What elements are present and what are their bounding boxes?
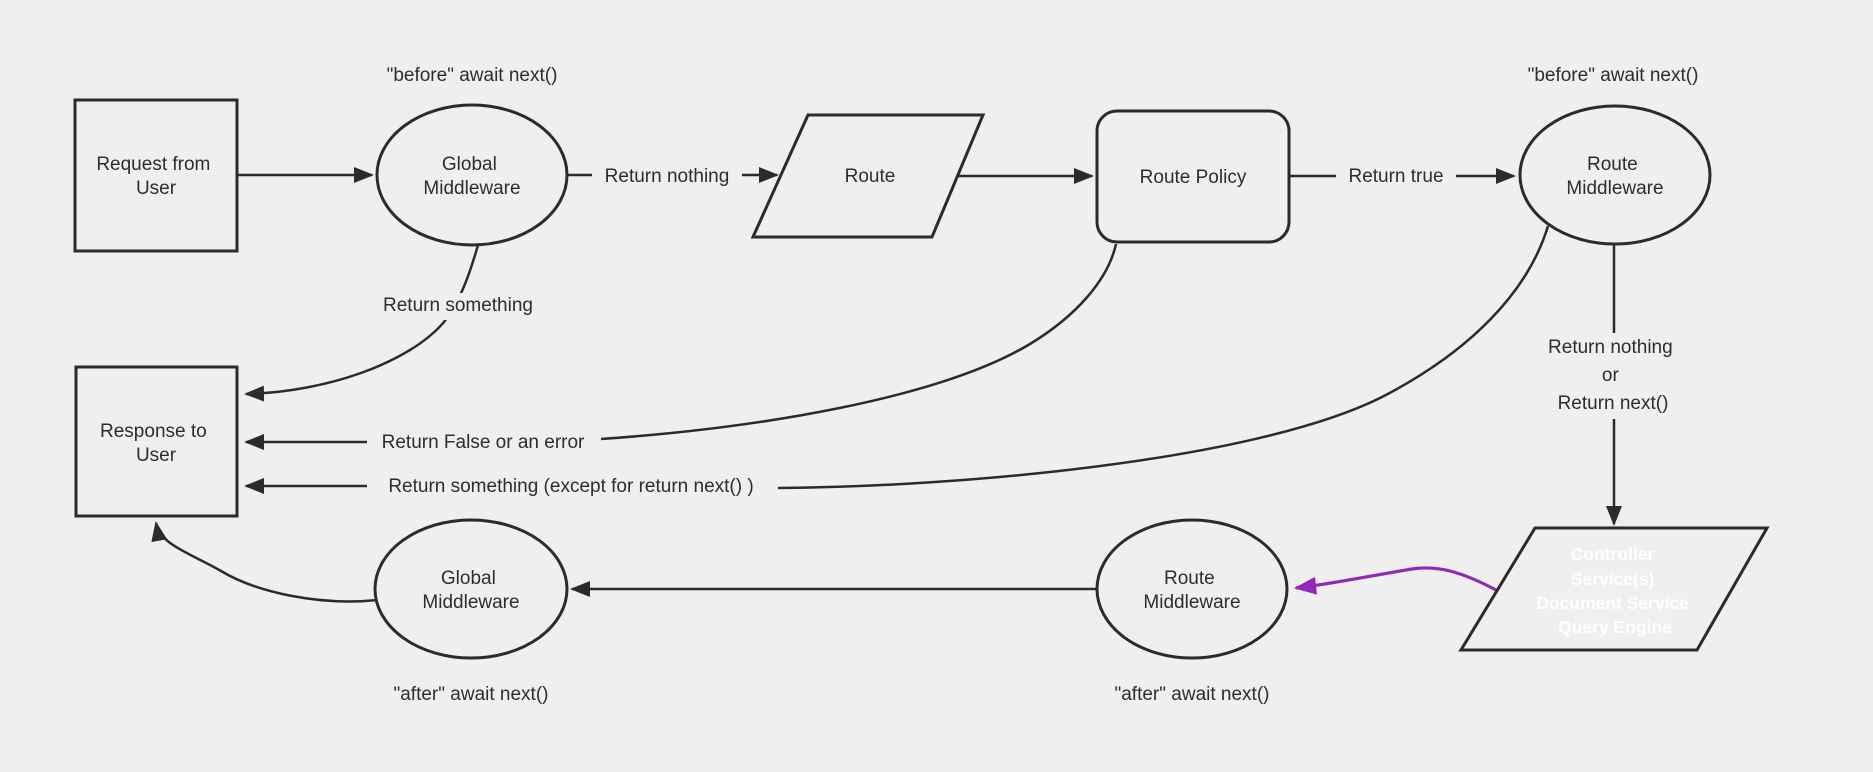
node-route-middleware-top: Route Middleware bbox=[1518, 104, 1712, 246]
edge-global-middleware-to-response bbox=[151, 521, 379, 603]
edge-labels: "before" await next() "before" await nex… bbox=[366, 65, 1698, 705]
edges bbox=[151, 167, 1622, 603]
node-global-middleware-top: Global Middleware bbox=[375, 103, 569, 247]
node-global-middleware-bottom: Global Middleware bbox=[373, 518, 569, 660]
edge-label-before-await-next-right: "before" await next() bbox=[1528, 65, 1699, 86]
route-middleware-top-label: Route Middleware bbox=[1566, 154, 1663, 199]
route-middleware-bottom-label: Route Middleware bbox=[1143, 568, 1240, 613]
global-middleware-top-ellipse bbox=[375, 103, 569, 247]
controller-services-parallelogram bbox=[1458, 526, 1770, 652]
edge-controller-to-route-middleware bbox=[1293, 566, 1497, 595]
route-middleware-bottom-ellipse bbox=[1095, 518, 1289, 660]
global-middleware-bottom-label: Global Middleware bbox=[422, 568, 519, 613]
edge-label-before-await-next-left: "before" await next() bbox=[387, 65, 558, 86]
route-policy-box bbox=[1095, 109, 1291, 244]
route-middleware-top-ellipse bbox=[1518, 104, 1712, 246]
global-middleware-top-label: Global Middleware bbox=[423, 154, 520, 199]
route-label: Route bbox=[845, 166, 896, 187]
response-to-user-box bbox=[74, 365, 239, 518]
request-from-user-label: Request from User bbox=[96, 154, 215, 199]
edge-label-return-something: Return something bbox=[383, 295, 533, 316]
edge-label-after-await-next-right: "after" await next() bbox=[1115, 684, 1270, 705]
response-to-user-label: Response to User bbox=[100, 421, 212, 466]
edge-global-middleware-return-something bbox=[244, 244, 480, 402]
edge-label-return-something-except: Return something (except for return next… bbox=[388, 476, 753, 497]
return-something-label-mask bbox=[366, 293, 550, 320]
node-response-to-user: Response to User bbox=[74, 365, 239, 518]
node-route: Route bbox=[750, 113, 986, 239]
controller-services-label: Controller Service(s) Document Service Q… bbox=[1536, 544, 1694, 637]
edge-route-middleware-return-something-curve bbox=[777, 225, 1550, 490]
edge-label-return-true: Return true bbox=[1348, 166, 1443, 187]
edge-label-return-false-or-error: Return False or an error bbox=[382, 432, 585, 453]
node-controller-services: Controller Service(s) Document Service Q… bbox=[1458, 526, 1770, 652]
global-middleware-bottom-ellipse bbox=[373, 518, 569, 660]
node-route-middleware-bottom: Route Middleware bbox=[1095, 518, 1289, 660]
node-route-policy: Route Policy bbox=[1095, 109, 1291, 244]
edge-route-policy-return-false-curve bbox=[600, 243, 1118, 441]
edge-label-return-nothing: Return nothing bbox=[605, 166, 730, 187]
edge-label-after-await-next-left: "after" await next() bbox=[394, 684, 549, 705]
route-parallelogram bbox=[750, 113, 986, 239]
node-request-from-user: Request from User bbox=[73, 98, 239, 253]
request-from-user-box bbox=[73, 98, 239, 253]
nodes: Request from User Global Middleware Rout… bbox=[73, 98, 1770, 660]
edge-label-return-nothing-or-next: Return nothing or Return next() bbox=[1548, 337, 1678, 414]
route-policy-label: Route Policy bbox=[1140, 167, 1247, 188]
